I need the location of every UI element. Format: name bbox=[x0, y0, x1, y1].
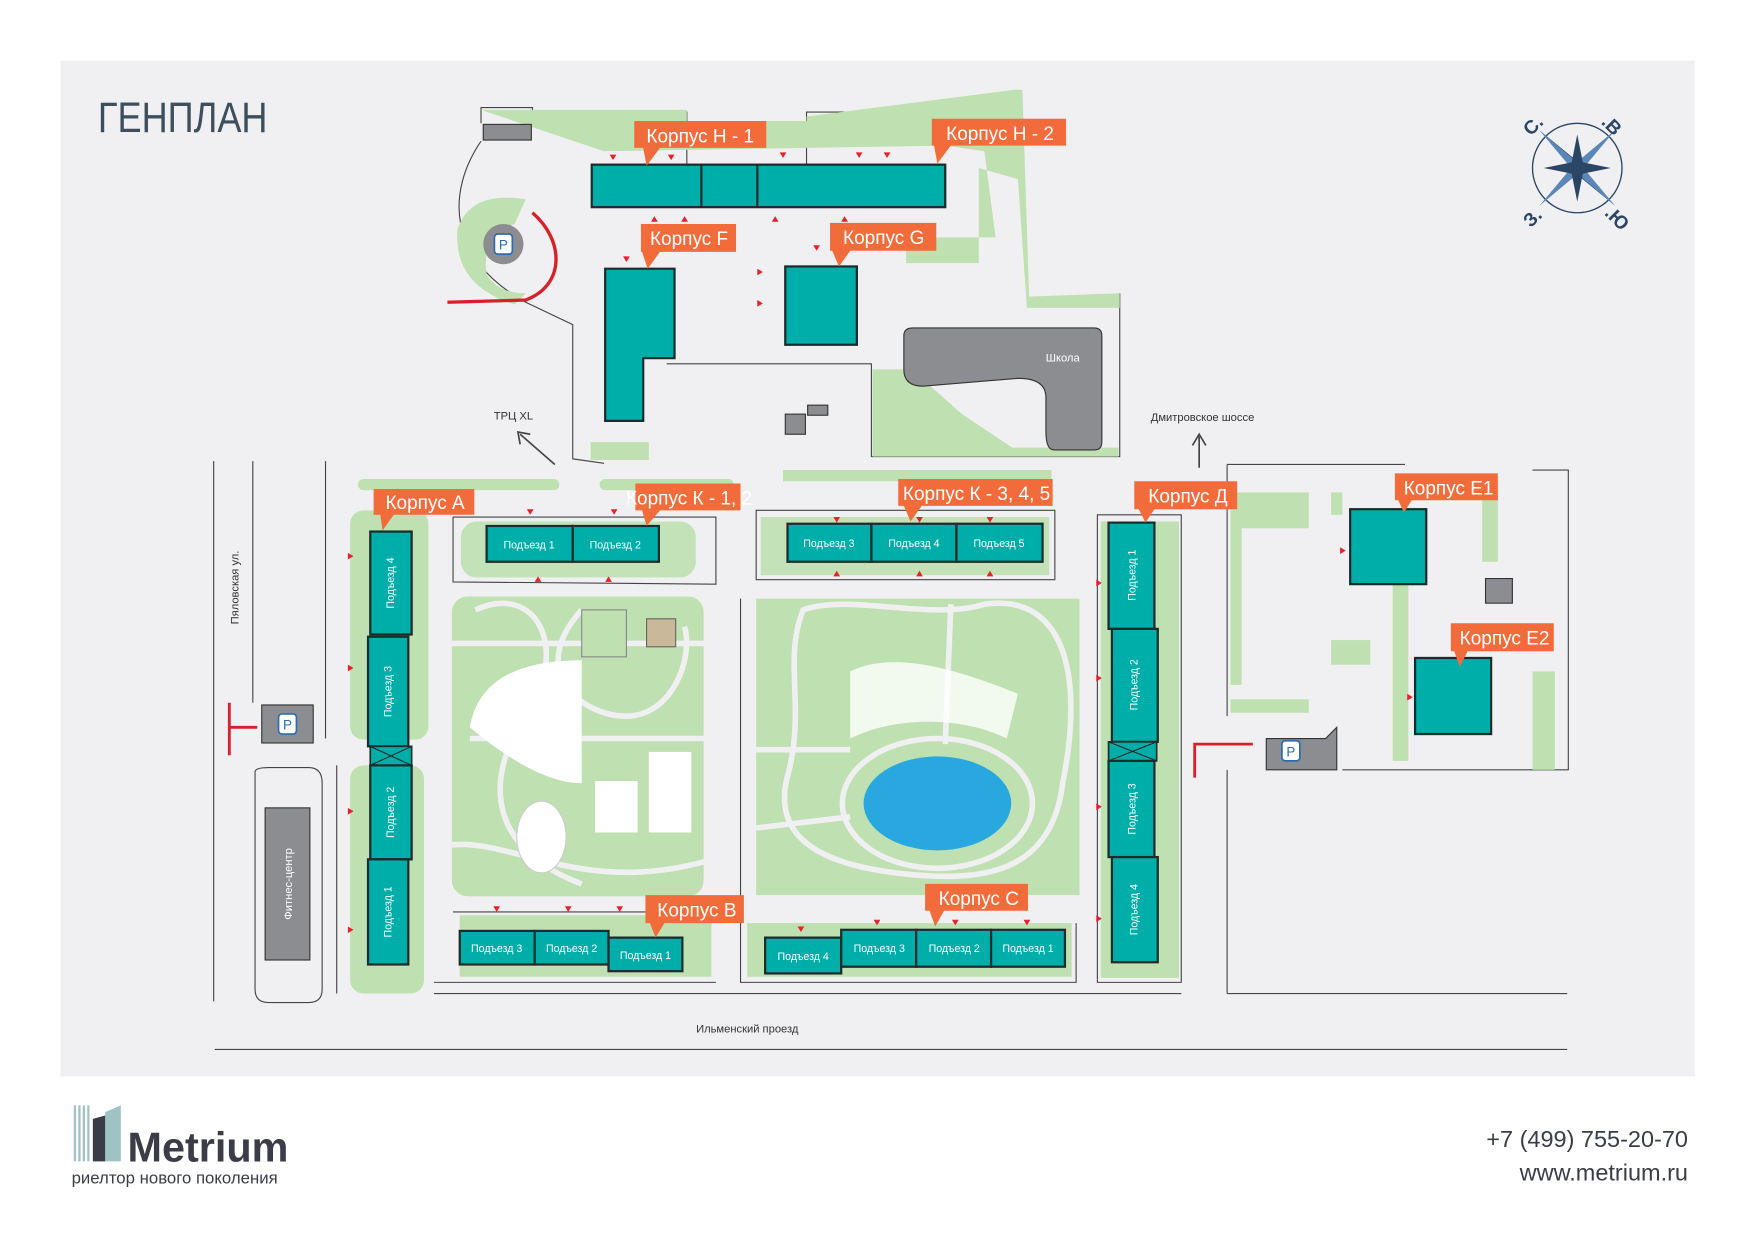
entrance-markers bbox=[347, 152, 1413, 934]
building-h[interactable] bbox=[590, 163, 947, 209]
direction-arrow-icon bbox=[1191, 432, 1207, 468]
school-label: Школа bbox=[1046, 353, 1081, 365]
label-k345[interactable]: Корпус К - 3, 4, 5 bbox=[898, 478, 1053, 522]
building-k345[interactable]: Подъезд 3 Подъезд 4 Подъезд 5 bbox=[786, 522, 1044, 563]
label-text: Корпус К - 3, 4, 5 bbox=[903, 484, 1050, 505]
building-e1[interactable] bbox=[1349, 508, 1428, 586]
pavilion bbox=[581, 609, 627, 658]
parking-lots: P P P bbox=[261, 123, 1513, 771]
compass-rose-icon bbox=[1531, 122, 1623, 214]
lawn bbox=[469, 660, 582, 784]
section-label: Подъезд 2 bbox=[929, 943, 980, 955]
section-label: Подъезд 1 bbox=[620, 950, 671, 962]
pond bbox=[863, 756, 1012, 851]
street-dmitrovskoe: Дмитровское шоссе bbox=[1151, 412, 1255, 424]
section-label: Подъезд 4 bbox=[888, 538, 939, 550]
label-e2[interactable]: Корпус Е2 bbox=[1450, 623, 1554, 667]
street-ilmensky: Ильменский проезд bbox=[696, 1024, 799, 1036]
traffic-arrow-icon bbox=[447, 211, 558, 304]
fitness-center bbox=[264, 807, 311, 961]
label-h2[interactable]: Корпус Н - 2 bbox=[931, 118, 1067, 164]
metrium-logo: Metrium риелтор нового поколения bbox=[72, 1105, 289, 1188]
section-label: Подъезд 4 bbox=[1129, 884, 1141, 935]
label-f[interactable]: Корпус F bbox=[640, 223, 737, 269]
label-text: Корпус G bbox=[843, 228, 924, 249]
label-text: Корпус Е2 bbox=[1460, 629, 1550, 650]
label-k12[interactable]: Корпус К - 1, 2 bbox=[626, 483, 752, 526]
brand-name: Metrium bbox=[128, 1124, 289, 1170]
section-label: Подъезд 3 bbox=[471, 943, 522, 955]
building-k12[interactable]: Подъезд 1 Подъезд 2 bbox=[485, 524, 660, 563]
section-label: Подъезд 1 bbox=[1002, 943, 1053, 955]
building-b[interactable]: Подъезд 3 Подъезд 2 Подъезд 1 bbox=[458, 929, 684, 973]
building-c[interactable]: Подъезд 4 Подъезд 3 Подъезд 2 Подъезд 1 bbox=[764, 928, 1067, 975]
mall-label: ТРЦ XL bbox=[494, 411, 533, 423]
section-label: Подъезд 3 bbox=[383, 666, 395, 717]
website-link[interactable]: www.metrium.ru bbox=[1519, 1159, 1688, 1185]
section-label: Подъезд 3 bbox=[1126, 783, 1138, 834]
section-label: Подъезд 4 bbox=[778, 951, 829, 963]
parking-label: P bbox=[499, 238, 508, 253]
label-text: Корпус Е1 bbox=[1404, 479, 1494, 500]
label-text: Корпус А bbox=[385, 493, 465, 514]
label-e1[interactable]: Корпус Е1 bbox=[1394, 473, 1498, 513]
label-d[interactable]: Корпус Д bbox=[1134, 481, 1238, 523]
street-pyalovskaya: Пяловская ул. bbox=[229, 551, 241, 625]
parking-label: P bbox=[1286, 744, 1295, 759]
section-label: Подъезд 1 bbox=[383, 886, 395, 937]
section-label: Подъезд 2 bbox=[590, 539, 641, 551]
section-label: Подъезд 2 bbox=[1129, 659, 1141, 710]
label-text: Корпус К - 1, 2 bbox=[626, 489, 752, 510]
lawn bbox=[516, 800, 567, 874]
page-title: ГЕНПЛАН bbox=[98, 95, 268, 142]
building-e2[interactable] bbox=[1413, 656, 1493, 736]
lawn bbox=[850, 662, 1018, 739]
section-label: Подъезд 1 bbox=[1126, 549, 1138, 600]
label-h1[interactable]: Корпус Н - 1 bbox=[634, 121, 767, 166]
label-text: Корпус В bbox=[657, 900, 736, 921]
pavilion bbox=[646, 618, 677, 648]
building-d[interactable]: Подъезд 1 Подъезд 2 Подъезд 3 Подъезд 4 bbox=[1107, 521, 1159, 964]
lawn bbox=[595, 781, 638, 833]
label-a[interactable]: Корпус А bbox=[373, 489, 475, 531]
building-f[interactable] bbox=[604, 267, 676, 422]
section-label: Подъезд 1 bbox=[503, 539, 554, 551]
label-b[interactable]: Корпус В bbox=[645, 895, 744, 938]
phone-number[interactable]: +7 (499) 755-20-70 bbox=[1486, 1126, 1688, 1152]
building-a[interactable]: Подъезд 4 Подъезд 3 Подъезд 2 Подъезд 1 bbox=[366, 530, 413, 966]
section-label: Подъезд 3 bbox=[803, 538, 854, 550]
label-text: Корпус С bbox=[939, 889, 1019, 910]
parking-label: P bbox=[283, 718, 292, 733]
section-label: Подъезд 5 bbox=[973, 538, 1024, 550]
label-text: Корпус F bbox=[650, 229, 728, 250]
section-label: Подъезд 3 bbox=[854, 943, 905, 955]
label-text: Корпус Н - 2 bbox=[946, 124, 1054, 145]
traffic-arrow-icon bbox=[227, 702, 1253, 778]
section-label: Подъезд 4 bbox=[385, 557, 397, 608]
direction-arrow-icon bbox=[516, 430, 556, 466]
school-building bbox=[903, 327, 1103, 451]
label-g[interactable]: Корпус G bbox=[830, 222, 937, 267]
label-text: Корпус Д bbox=[1148, 486, 1228, 507]
section-label: Подъезд 2 bbox=[546, 943, 597, 955]
brand-tagline: риелтор нового поколения bbox=[72, 1169, 278, 1188]
fitness-label: Фитнес-центр bbox=[283, 848, 295, 920]
section-label: Подъезд 2 bbox=[385, 787, 397, 838]
label-c[interactable]: Корпус С bbox=[925, 883, 1029, 927]
lawn bbox=[648, 751, 692, 833]
label-text: Корпус Н - 1 bbox=[646, 126, 754, 147]
building-g[interactable] bbox=[784, 265, 858, 346]
